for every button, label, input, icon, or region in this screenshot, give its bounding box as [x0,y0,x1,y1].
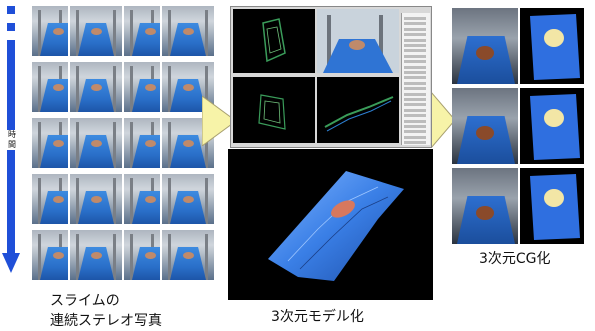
stereo-photo [124,62,160,112]
parameter-list-panel [401,13,430,145]
caption-3d-cg: 3次元CG化 [479,251,551,267]
cg-render [520,168,584,244]
camera-view [317,9,399,73]
stereo-photo [162,6,214,56]
cg-row [452,168,584,244]
stereo-photo [32,62,68,112]
stereo-photo [124,118,160,168]
stereo-photo [32,6,68,56]
cg-source-photo [452,88,518,164]
point-cloud-view-1 [233,9,315,73]
cg-render [520,8,584,84]
cg-row [452,8,584,84]
stereo-photo [70,6,122,56]
stereo-photo [124,174,160,224]
cg-source-photo [452,8,518,84]
point-cloud-view-3 [317,77,399,143]
caption-stereo-photos-line2: 連続ステレオ写真 [50,313,162,329]
stereo-photo [32,230,68,280]
stereo-photo [32,118,68,168]
cg-source-photo [452,168,518,244]
cg-row [452,88,584,164]
stereo-photo [70,118,122,168]
caption-stereo-photos-line1: スライムの [50,293,120,309]
flow-arrow-left [201,95,237,150]
stereo-photo [32,174,68,224]
3d-model-render [228,149,433,300]
stereo-photo [70,174,122,224]
stereo-photo [124,6,160,56]
stereo-photo [162,174,214,224]
cg-render [520,88,584,164]
stereo-photo [70,230,122,280]
modeling-software-screenshot [230,6,432,148]
stereo-photo [124,230,160,280]
stereo-photo [162,230,214,280]
caption-3d-model: 3次元モデル化 [271,309,364,325]
stereo-photo [70,62,122,112]
time-label: 時間 [5,130,19,150]
point-cloud-view-2 [233,77,315,143]
